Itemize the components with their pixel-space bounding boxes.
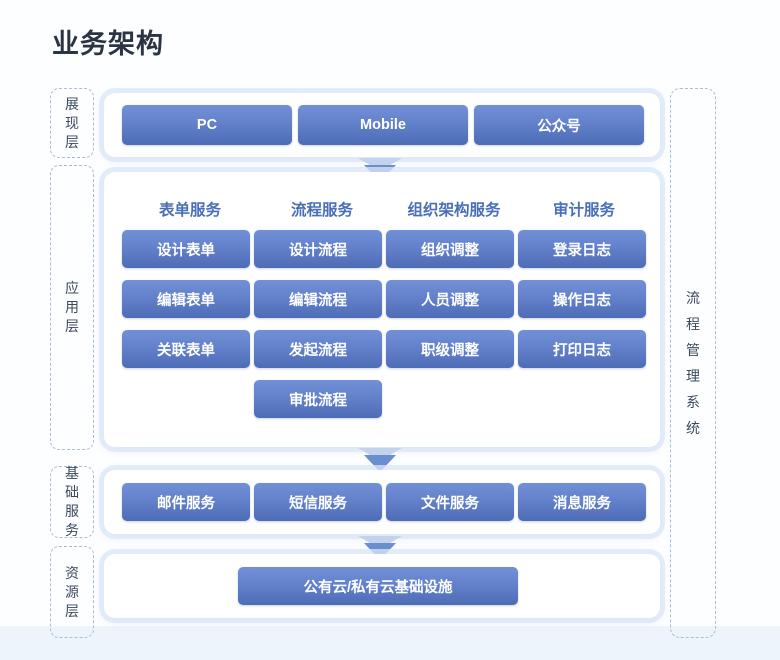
base-service-email[interactable]: 邮件服务	[122, 483, 250, 521]
application-item-design-form[interactable]: 设计表单	[122, 230, 250, 268]
application-item-design-form-label: 设计表单	[157, 242, 215, 259]
application-item-staff-adjust[interactable]: 人员调整	[386, 280, 514, 318]
application-item-staff-adjust-label: 人员调整	[421, 292, 479, 309]
presentation-item-mobile[interactable]: Mobile	[298, 105, 468, 145]
base-services-panel: 邮件服务 短信服务 文件服务 消息服务	[104, 470, 660, 534]
presentation-layer-panel: PC Mobile 公众号	[104, 93, 660, 157]
application-item-login-log[interactable]: 登录日志	[518, 230, 646, 268]
application-column-header-org: 组织架构服务	[407, 202, 501, 219]
application-item-operation-log[interactable]: 操作日志	[518, 280, 646, 318]
application-item-org-adjust[interactable]: 组织调整	[386, 230, 514, 268]
layer-label-presentation-text: 展现层	[65, 95, 79, 150]
application-item-operation-log-label: 操作日志	[553, 292, 611, 309]
application-item-rank-adjust[interactable]: 职级调整	[386, 330, 514, 368]
base-service-sms[interactable]: 短信服务	[254, 483, 382, 521]
application-item-edit-form-label: 编辑表单	[157, 292, 215, 309]
application-item-edit-process-label: 编辑流程	[289, 292, 347, 309]
application-item-edit-form[interactable]: 编辑表单	[122, 280, 250, 318]
application-column-header-form: 表单服务	[158, 202, 221, 219]
presentation-item-official-account-label: 公众号	[537, 118, 581, 135]
resource-item-cloud-infrastructure[interactable]: 公有云/私有云基础设施	[238, 567, 518, 605]
base-service-file-label: 文件服务	[421, 495, 479, 512]
system-label-text: 流程管理系统	[686, 290, 700, 436]
application-column-header-process: 流程服务	[290, 202, 353, 219]
base-service-message[interactable]: 消息服务	[518, 483, 646, 521]
bottom-band	[0, 626, 780, 660]
application-item-login-log-label: 登录日志	[553, 242, 611, 259]
layer-label-resource: 资源层	[50, 546, 94, 638]
application-item-print-log[interactable]: 打印日志	[518, 330, 646, 368]
base-service-sms-label: 短信服务	[289, 495, 347, 512]
application-item-start-process[interactable]: 发起流程	[254, 330, 382, 368]
resource-item-cloud-infrastructure-label: 公有云/私有云基础设施	[303, 579, 453, 596]
presentation-item-official-account[interactable]: 公众号	[474, 105, 644, 145]
presentation-item-pc[interactable]: PC	[122, 105, 292, 145]
application-item-start-process-label: 发起流程	[289, 342, 347, 359]
application-item-rank-adjust-label: 职级调整	[421, 342, 479, 359]
base-service-file[interactable]: 文件服务	[386, 483, 514, 521]
presentation-item-pc-label: PC	[196, 117, 218, 133]
application-item-org-adjust-label: 组织调整	[421, 242, 479, 259]
application-item-approve-process[interactable]: 审批流程	[254, 380, 382, 418]
application-item-design-process[interactable]: 设计流程	[254, 230, 382, 268]
layer-label-application: 应用层	[50, 165, 94, 450]
application-item-edit-process[interactable]: 编辑流程	[254, 280, 382, 318]
base-service-message-label: 消息服务	[553, 495, 611, 512]
system-label: 流程管理系统	[670, 88, 716, 638]
layer-label-application-text: 应用层	[65, 280, 79, 334]
application-item-design-process-label: 设计流程	[289, 242, 347, 259]
page-title: 业务架构	[52, 29, 164, 59]
application-layer-panel: 表单服务 流程服务 组织架构服务 审计服务 设计表单 编辑表单 关联表单 设计流…	[104, 172, 660, 447]
application-column-header-audit: 审计服务	[552, 202, 615, 219]
arrow-application-to-base-services	[358, 448, 402, 474]
application-item-approve-process-label: 审批流程	[289, 392, 347, 409]
layer-label-resource-text: 资源层	[65, 564, 79, 619]
layer-label-presentation: 展现层	[50, 88, 94, 158]
application-item-print-log-label: 打印日志	[553, 342, 611, 359]
presentation-item-mobile-label: Mobile	[360, 117, 406, 133]
layer-label-base-services-text: 基础服务	[65, 465, 79, 538]
base-service-email-label: 邮件服务	[157, 495, 215, 512]
application-item-link-form-label: 关联表单	[157, 342, 215, 359]
application-item-link-form[interactable]: 关联表单	[122, 330, 250, 368]
layer-label-base-services: 基础服务	[50, 465, 94, 538]
resource-layer-panel: 公有云/私有云基础设施	[104, 554, 660, 618]
